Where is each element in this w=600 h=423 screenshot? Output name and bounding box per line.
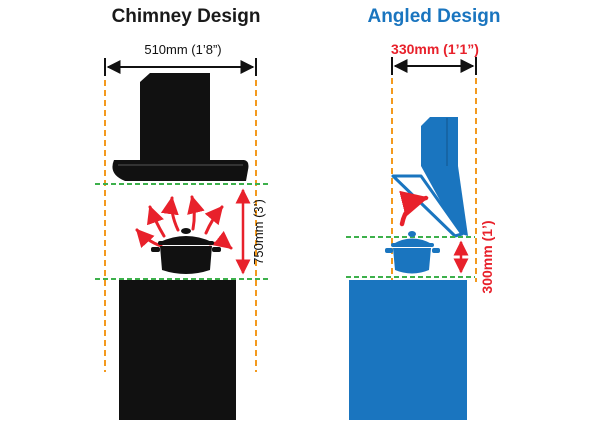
chimney-counter-block: [119, 280, 236, 420]
steam-arrow-icon: [399, 190, 429, 227]
chimney-height-label: 750mm (3’): [251, 199, 266, 265]
angled-counter-block: [349, 280, 467, 420]
angled-title: Angled Design: [367, 6, 500, 27]
cooking-pot-icon: [385, 231, 440, 274]
cooking-pot-icon: [151, 228, 221, 274]
chimney-design-panel: Chimney Design 510mm (1’8”) 750mm (3’): [95, 6, 268, 420]
angled-width-label: 330mm (1’1”): [391, 41, 479, 57]
chimney-hood-icon: [112, 73, 249, 181]
chimney-width-label: 510mm (1’8”): [144, 42, 221, 57]
chimney-title: Chimney Design: [112, 6, 261, 27]
angled-height-label: 300mm (1’): [479, 220, 495, 293]
angled-design-panel: Angled Design 330mm (1’1”) 300mm (1’): [346, 6, 501, 420]
